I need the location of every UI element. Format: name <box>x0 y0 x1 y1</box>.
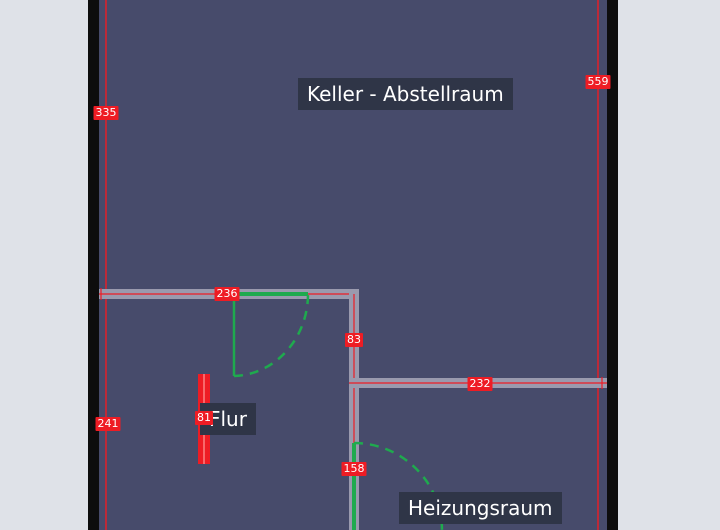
outer-wall-right[interactable] <box>607 0 618 530</box>
outer-wall-left[interactable] <box>88 0 99 530</box>
dimension-label-boiler-top[interactable]: 232 <box>467 377 493 391</box>
dimension-label-partition[interactable]: 83 <box>345 333 363 347</box>
room-label-boiler[interactable]: Heizungsraum <box>399 492 562 524</box>
dimension-label-hallway-top[interactable]: 236 <box>214 287 240 301</box>
dimension-label-storage-right[interactable]: 559 <box>585 75 611 89</box>
dimension-label-storage-left[interactable]: 335 <box>93 106 119 120</box>
dimension-label-hallway-left[interactable]: 241 <box>95 417 121 431</box>
dimension-label-boiler-wall[interactable]: 158 <box>341 462 367 476</box>
dimension-label-hallway-door[interactable]: 81 <box>195 411 213 425</box>
room-label-storage[interactable]: Keller - Abstellraum <box>298 78 513 110</box>
